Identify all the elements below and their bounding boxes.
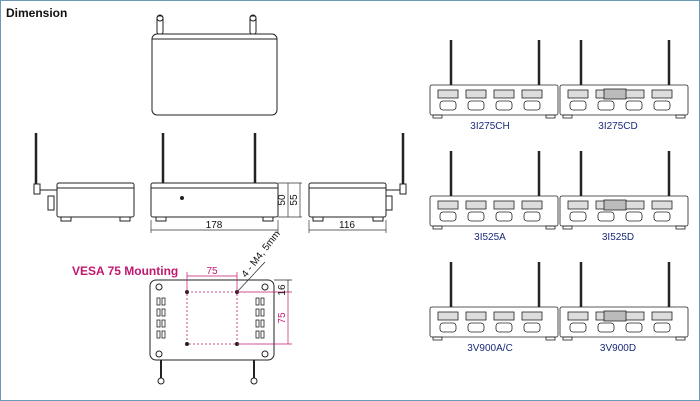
side-view-left bbox=[33, 133, 135, 222]
front-view bbox=[150, 133, 279, 222]
outer-height-dimension: 55 bbox=[289, 194, 300, 206]
model-label-2: 3I275CD bbox=[598, 121, 638, 132]
top-view bbox=[151, 14, 278, 116]
width-dimension: 116 bbox=[339, 220, 355, 231]
vesa-offset-dimension: 16 bbox=[277, 284, 288, 296]
page-title: Dimension bbox=[6, 6, 68, 20]
dimension-lines bbox=[150, 182, 387, 233]
model-thumbnail bbox=[559, 262, 689, 341]
vesa-title: VESA 75 Mounting bbox=[72, 264, 179, 278]
model-thumbnail bbox=[559, 40, 689, 119]
model-thumbnail bbox=[429, 262, 559, 341]
model-label-6: 3V900D bbox=[599, 343, 637, 354]
vesa-height-dimension: 75 bbox=[277, 312, 288, 324]
model-label-3: 3I525A bbox=[474, 232, 506, 243]
model-thumbnail bbox=[429, 151, 559, 230]
vesa-hole-spec: 4 - M4, 5mm bbox=[240, 229, 283, 280]
inner-height-dimension: 50 bbox=[277, 194, 288, 206]
model-thumbnail bbox=[559, 151, 689, 230]
model-label-1: 3I275CH bbox=[470, 121, 510, 132]
model-label-5: 3V900A/C bbox=[467, 343, 513, 354]
side-view-right bbox=[308, 133, 407, 222]
vesa-width-dimension: 75 bbox=[206, 266, 218, 277]
model-label-4: 3I525D bbox=[601, 232, 635, 243]
vesa-bottom-view bbox=[149, 261, 292, 385]
model-thumbnail bbox=[429, 40, 559, 119]
depth-dimension: 178 bbox=[206, 220, 223, 231]
